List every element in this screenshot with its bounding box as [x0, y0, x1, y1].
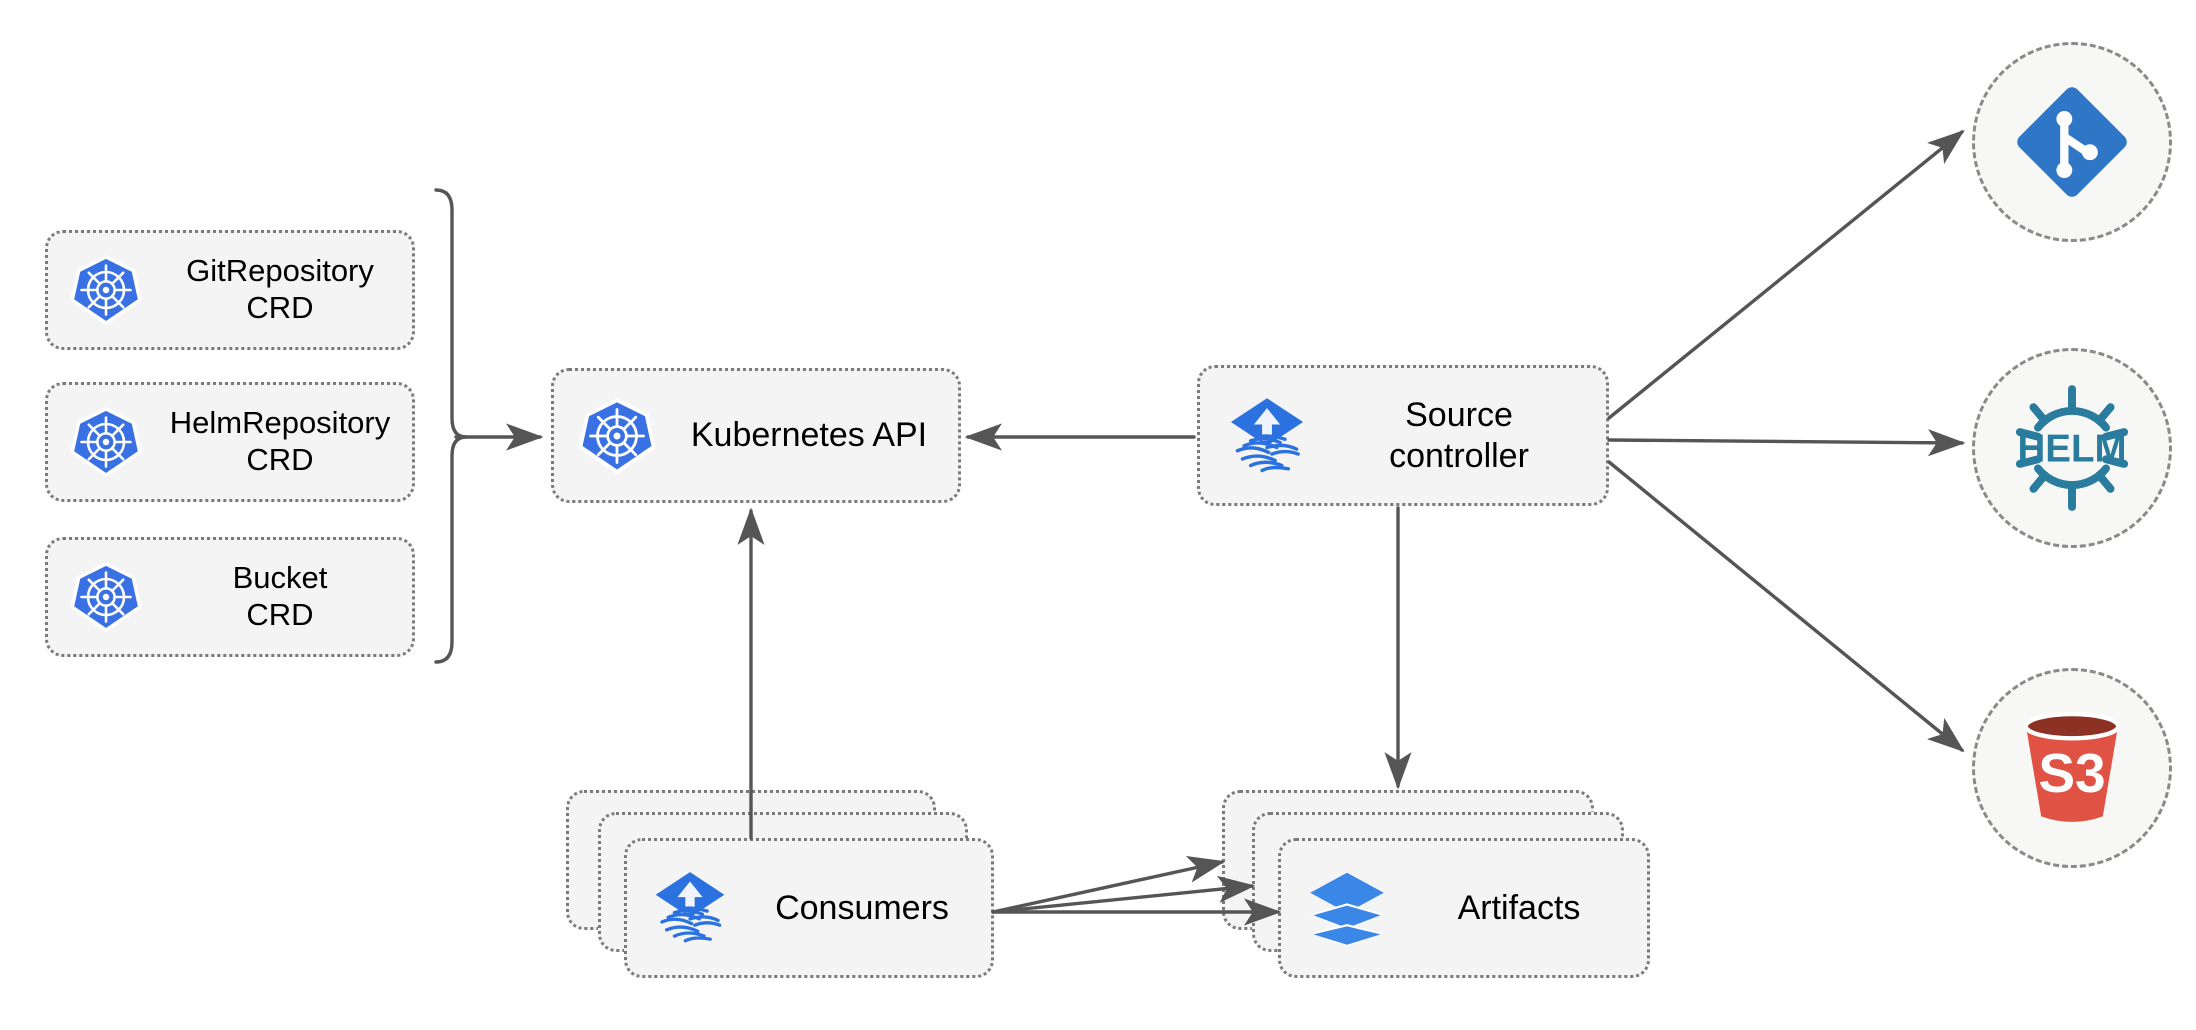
git-icon	[2008, 78, 2136, 206]
source-controller-box[interactable]: Source controller	[1197, 365, 1609, 506]
edge-consumers-to-artifacts-back	[991, 855, 1226, 914]
kubernetes-icon	[70, 254, 142, 326]
crd-label-gitrepository: GitRepository CRD	[186, 253, 374, 325]
kubernetes-icon	[70, 561, 142, 633]
crd-box-bucket[interactable]: Bucket CRD	[45, 537, 415, 657]
edge-source-controller-to-helm	[1607, 429, 1966, 457]
source-circle-git[interactable]	[1972, 42, 2172, 242]
kubernetes-icon	[70, 406, 142, 478]
flux-source-icon	[1226, 395, 1308, 477]
crd-label-bucket: Bucket CRD	[232, 560, 328, 632]
flux-source-icon	[651, 869, 729, 947]
kubernetes-api-box[interactable]: Kubernetes API	[551, 368, 961, 503]
crd-group-bracket	[434, 188, 468, 664]
source-circle-s3[interactable]	[1972, 668, 2172, 868]
kubernetes-api-label: Kubernetes API	[690, 416, 928, 455]
artifacts-label: Artifacts	[1457, 888, 1581, 927]
source-controller-label: Source controller	[1389, 396, 1529, 475]
edge-consumers-to-artifacts-mid	[991, 875, 1256, 914]
consumers-label: Consumers	[775, 888, 949, 927]
edge-source-controller-to-s3	[1607, 460, 1965, 753]
layers-icon	[1307, 868, 1387, 948]
consumers-box[interactable]: Consumers	[624, 838, 994, 978]
crd-box-gitrepository[interactable]: GitRepository CRD	[45, 230, 415, 350]
kubernetes-icon	[578, 397, 656, 475]
source-circle-helm[interactable]	[1972, 348, 2172, 548]
edge-source-controller-to-git	[1607, 129, 1965, 420]
crd-label-helmrepository: HelmRepository CRD	[169, 405, 391, 477]
crd-box-helmrepository[interactable]: HelmRepository CRD	[45, 382, 415, 502]
helm-icon	[2004, 380, 2140, 516]
artifacts-box[interactable]: Artifacts	[1278, 838, 1650, 978]
s3-bucket-icon	[2006, 702, 2138, 834]
